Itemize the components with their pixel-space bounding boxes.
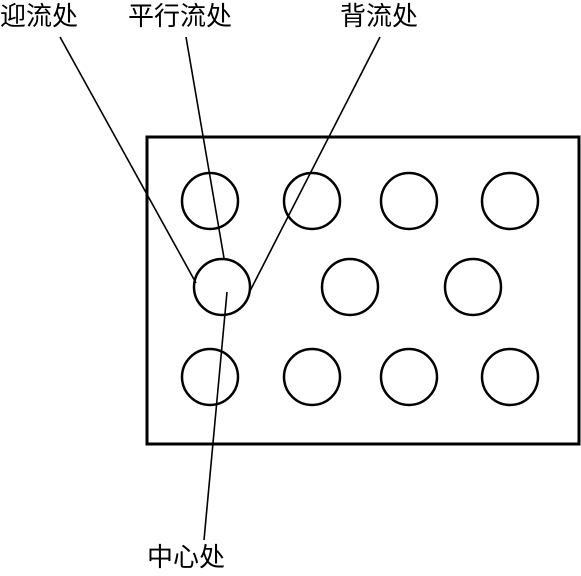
tube-r2-c3	[443, 257, 503, 317]
tube-r3-c3	[379, 347, 439, 407]
tube-r3-c1	[180, 347, 240, 407]
tube-sheet-frame	[145, 135, 581, 446]
label-parallel: 平行流处	[128, 2, 233, 32]
leader-line-center	[203, 291, 228, 541]
tube-r2-c1-reference	[192, 257, 252, 317]
tube-r2-c2	[320, 257, 380, 317]
leader-line-upstream	[59, 36, 197, 284]
tube-r3-c2	[282, 347, 342, 407]
tube-r1-c3	[379, 171, 439, 231]
leader-line-downstream	[249, 36, 381, 292]
leader-line-parallel	[185, 36, 225, 259]
tube-r1-c1	[180, 171, 240, 231]
label-upstream: 迎流处	[0, 2, 79, 32]
tube-r1-c2	[282, 171, 342, 231]
tube-r3-c4	[480, 347, 540, 407]
label-downstream: 背流处	[340, 2, 419, 32]
label-center: 中心处	[147, 543, 226, 573]
tube-r1-c4	[480, 171, 540, 231]
